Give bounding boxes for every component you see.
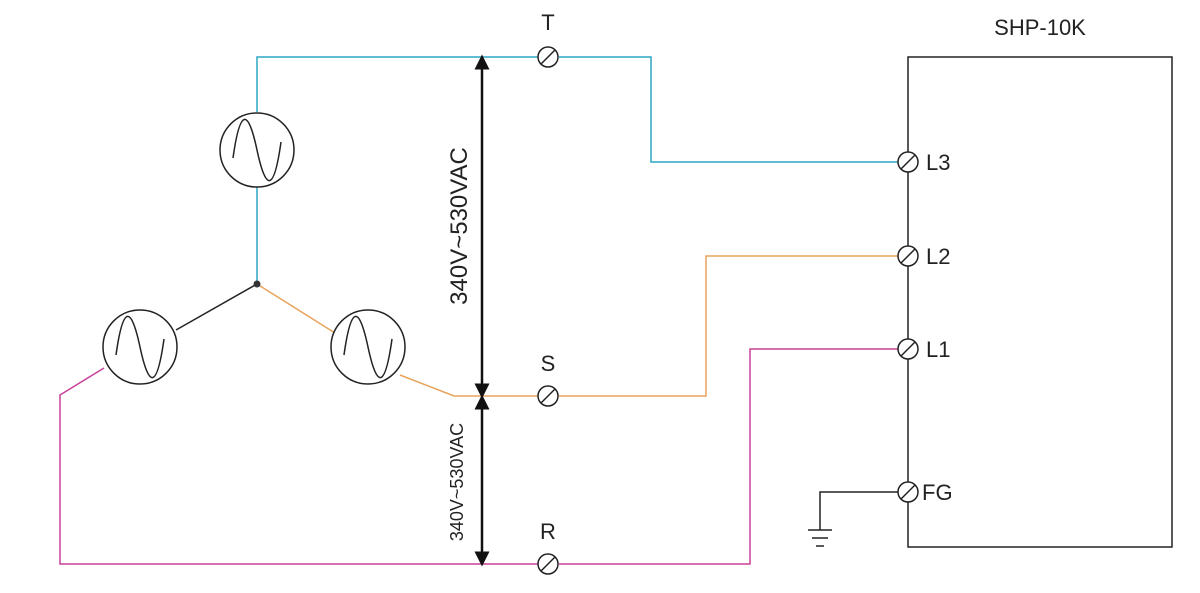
terminal-l3-label: L3: [926, 150, 950, 175]
terminal-s: [537, 385, 559, 407]
terminal-l2-label: L2: [926, 244, 950, 269]
terminal-t: [537, 46, 559, 68]
wire-phase-r: [59, 367, 538, 565]
voltage-label-ts: 340V~530VAC: [446, 147, 473, 305]
wire-phase-t-top: [256, 56, 538, 112]
terminal-l2: [897, 245, 919, 267]
terminal-fg-label: FG: [922, 480, 953, 505]
star-point: [253, 280, 261, 288]
wire-r-to-l1: [559, 348, 898, 565]
terminal-l3: [897, 151, 919, 173]
terminal-fg: [897, 481, 919, 503]
ac-source-t: [219, 112, 295, 188]
device-box: [907, 56, 1173, 548]
ac-source-r: [102, 309, 178, 385]
terminal-s-label: S: [541, 351, 556, 376]
terminal-t-label: T: [541, 10, 554, 35]
terminal-l1-label: L1: [926, 337, 950, 362]
terminal-l1: [897, 338, 919, 360]
ac-source-s: [330, 309, 406, 385]
wire-phase-s-out: [399, 374, 538, 397]
device-title: SHP-10K: [994, 15, 1086, 40]
terminal-r-label: R: [540, 519, 556, 544]
voltage-label-sr: 340V~530VAC: [447, 423, 467, 541]
wire-neutral-to-r-source: [175, 283, 258, 331]
wire-phase-s: [256, 283, 336, 334]
ground-icon: [808, 529, 832, 547]
wire-t-to-l3: [559, 56, 898, 163]
terminal-r: [537, 553, 559, 575]
wire-s-to-l2: [559, 255, 898, 397]
wire-fg-to-ground: [819, 491, 898, 530]
